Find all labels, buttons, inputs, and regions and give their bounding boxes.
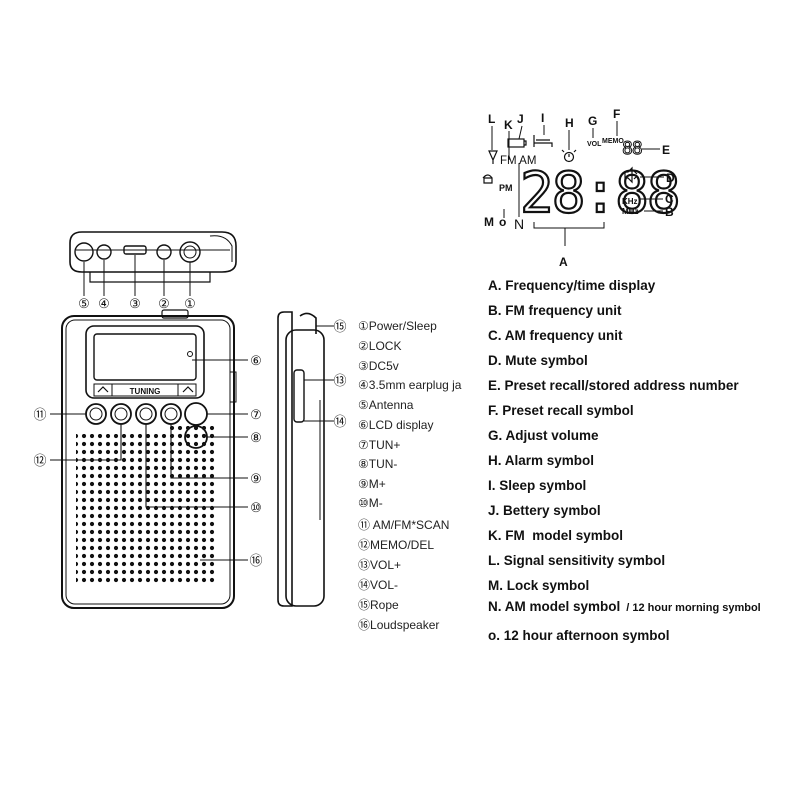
callout-antenna: ⑤: [78, 296, 90, 311]
lcd-letter-h: H: [565, 116, 574, 130]
legend-item: ③DC5v: [358, 359, 399, 373]
callout-tun-minus: ⑧: [250, 430, 262, 445]
key-item: J. Bettery symbol: [488, 503, 601, 518]
lcd-letter-o: o: [499, 215, 506, 229]
lcd-letter-m: M: [484, 215, 494, 229]
lcd-pm: PM: [499, 183, 513, 193]
tun-plus-button: [184, 402, 208, 426]
lcd-letter-b: B: [665, 205, 674, 219]
dc5v-port: [123, 245, 147, 255]
lcd-fm-am: FM AM: [500, 155, 536, 167]
antenna-port: [74, 242, 94, 262]
top-view: [69, 231, 237, 296]
callout-m-plus: ⑨: [250, 471, 262, 486]
lcd-letter-k: K: [504, 118, 513, 132]
callout-vol-minus: ⑭: [333, 414, 346, 429]
mute-speaker-icon: [624, 166, 633, 184]
volume-rocker: [293, 369, 305, 423]
legend-item: ④3.5mm earplug ja: [358, 378, 462, 392]
legend-item: ⑪ AM/FM*SCAN: [358, 518, 450, 532]
lock-switch: [156, 244, 172, 260]
callout-numbers: ⑮ ⑬ ⑭ ⑥ ⑦ ⑧ ⑨ ⑩ ⑪ ⑫ ⑯ ⑤ ④ ③ ② ①: [33, 296, 346, 568]
battery-icon: [507, 138, 525, 148]
callout-lcd: ⑥: [250, 353, 262, 368]
alarm-icon: [563, 151, 575, 163]
lcd-letter-d: D: [666, 171, 675, 185]
legend-item: ⑫MEMO/DEL: [358, 538, 435, 552]
sleep-bed-icon: [533, 135, 553, 147]
lcd-letter-e: E: [662, 143, 670, 157]
lcd-map: 28:88 88 FM AM PM VOL MEMO KHz MHz L K J…: [482, 107, 682, 269]
side-view: [277, 311, 334, 607]
memo-del-button: [110, 403, 132, 425]
lock-icon: [482, 174, 493, 184]
callout-am-fm-scan: ⑪: [33, 407, 46, 422]
lcd-letter-g: G: [588, 114, 597, 128]
am-fm-scan-button: [85, 403, 107, 425]
power-button: [179, 241, 201, 263]
lcd-frame: [85, 325, 205, 399]
signal-icon: [488, 150, 498, 164]
earplug-jack: [96, 244, 112, 260]
m-minus-button: [135, 403, 157, 425]
lcd-letter-c: C: [665, 192, 674, 206]
legend-item: ⑭VOL-: [358, 578, 399, 592]
key-item: B. FM frequency unit: [488, 303, 622, 318]
callout-power: ①: [184, 296, 196, 311]
lcd-screen: [93, 333, 197, 381]
callout-lock: ②: [158, 296, 170, 311]
key-item: N. AM model symbol/ 12 hour morning symb…: [488, 599, 761, 614]
legend-item: ⑯Loudspeaker: [358, 618, 440, 632]
legend-item: ⑨M+: [358, 477, 386, 491]
tuning-label: TUNING: [130, 387, 161, 396]
callout-vol-plus: ⑬: [333, 373, 346, 388]
key-item: E. Preset recall/stored address number: [488, 378, 739, 393]
legend-item: ⑩M-: [358, 496, 383, 510]
legend-item: ⑬VOL+: [358, 558, 402, 572]
lcd-letter-i: I: [541, 111, 544, 125]
key-item: L. Signal sensitivity symbol: [488, 553, 666, 568]
key-item: I. Sleep symbol: [488, 478, 587, 493]
lcd-khz: KHz: [622, 197, 638, 206]
key-item: G. Adjust volume: [488, 428, 599, 443]
key-item: o. 12 hour afternoon symbol: [488, 628, 670, 643]
callout-tun-plus: ⑦: [250, 407, 262, 422]
rope-loop: [299, 312, 317, 334]
lcd-mhz: MHz: [622, 207, 638, 216]
key-item: F. Preset recall symbol: [488, 403, 634, 418]
key-item: H. Alarm symbol: [488, 453, 595, 468]
lcd-preset-digits: 88: [622, 138, 642, 159]
key-item: C. AM frequency unit: [488, 328, 623, 343]
legend-item: ②LOCK: [358, 339, 402, 353]
callout-rope: ⑮: [333, 319, 346, 334]
lcd-main-digits: 28:88: [520, 161, 679, 226]
key-item: D. Mute symbol: [488, 353, 588, 368]
callout-dc5v: ③: [129, 296, 141, 311]
callout-memo-del: ⑫: [33, 453, 46, 468]
key-item: M. Lock symbol: [488, 578, 590, 593]
key-item: K. FM model symbol: [488, 528, 624, 543]
lcd-memo: MEMO: [602, 138, 624, 145]
lcd-letter-j: J: [517, 112, 524, 126]
callout-m-minus: ⑩: [250, 500, 262, 515]
lcd-letter-n: N: [514, 216, 524, 232]
callout-earplug: ④: [98, 296, 110, 311]
callout-loudspeaker: ⑯: [249, 553, 262, 568]
front-view: TUNING: [50, 309, 248, 609]
lcd-letter-l: L: [488, 112, 495, 126]
m-plus-button: [160, 403, 182, 425]
legend-item: ⑤Antenna: [358, 398, 414, 412]
key-item: A. Frequency/time display: [488, 278, 656, 293]
lcd-letter-f: F: [613, 107, 620, 121]
legend-item: ⑮Rope: [358, 598, 399, 612]
legend-item: ⑦TUN+: [358, 438, 401, 452]
legend-item: ⑥LCD display: [358, 418, 434, 432]
legend-item: ①Power/Sleep: [358, 319, 437, 333]
legend-item: ⑧TUN-: [358, 457, 398, 471]
lcd-vol: VOL: [587, 141, 602, 148]
lcd-letter-a: A: [559, 255, 568, 269]
